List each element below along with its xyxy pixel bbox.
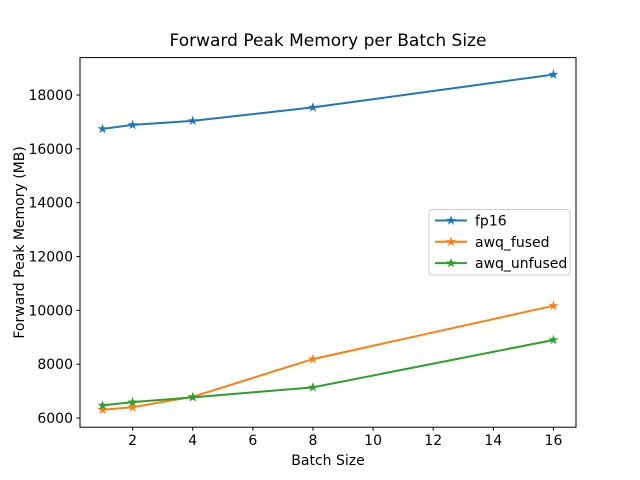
series-marker-awq_unfused xyxy=(548,334,559,345)
series-marker-fp16 xyxy=(127,119,138,130)
x-axis-tick-label: 14 xyxy=(484,433,502,449)
series-marker-awq_unfused xyxy=(187,392,198,402)
legend-label-fp16: fp16 xyxy=(475,214,507,230)
chart-plot-area: 2 4 6 8 10 12 14 16 6000 8000 10000 12000 14000 16000… xyxy=(28,57,577,449)
y-axis-tick-label: 14000 xyxy=(28,196,73,212)
series-marker-awq_fused xyxy=(548,300,559,311)
y-axis-tick-label: 18000 xyxy=(28,88,73,104)
legend-box xyxy=(428,209,571,276)
axes-frame xyxy=(79,57,577,428)
series-marker-awq_fused xyxy=(127,401,138,412)
legend-sample-marker xyxy=(445,215,457,225)
y-axis-label: Forward Peak Memory (MB) xyxy=(12,146,28,338)
legend-sample-marker xyxy=(445,236,457,247)
y-axis-tick-label: 12000 xyxy=(28,250,73,266)
series-marker-awq_unfused xyxy=(97,400,108,410)
x-axis-tick-label: 8 xyxy=(309,433,318,449)
series-marker-fp16 xyxy=(187,115,198,126)
y-axis-tick-label: 10000 xyxy=(28,303,73,319)
series-marker-awq_unfused xyxy=(127,396,138,407)
series-marker-awq_unfused xyxy=(307,382,319,392)
x-axis-tick-label: 4 xyxy=(188,433,197,449)
x-axis-label: Batch Size xyxy=(291,453,364,469)
x-axis-tick-label: 12 xyxy=(424,433,442,449)
x-axis-tick-label: 16 xyxy=(545,433,563,449)
series-marker-awq_fused xyxy=(307,353,319,364)
series-marker-fp16 xyxy=(97,123,108,134)
y-axis-tick-label: 6000 xyxy=(37,411,73,427)
series-marker-awq_fused xyxy=(97,404,108,414)
legend-sample-marker xyxy=(445,257,457,268)
y-axis-tick-label: 8000 xyxy=(37,357,73,373)
legend-label-awq_unfused: awq_unfused xyxy=(475,256,567,272)
x-axis-tick-label: 6 xyxy=(248,433,257,449)
y-axis-tick-label: 16000 xyxy=(28,142,73,158)
legend-label-awq_fused: awq_fused xyxy=(475,235,550,251)
series-line-awq_fused xyxy=(101,304,555,411)
x-axis-tick-label: 10 xyxy=(364,433,382,449)
x-axis-tick-label: 2 xyxy=(128,433,137,449)
series-line-awq_unfused xyxy=(101,338,555,407)
series-marker-fp16 xyxy=(548,69,559,79)
chart-title: Forward Peak Memory per Batch Size xyxy=(170,31,487,51)
series-line-fp16 xyxy=(101,73,555,130)
legend: fp16 awq_fused awq_unfused xyxy=(428,209,571,276)
series-marker-fp16 xyxy=(307,102,319,112)
